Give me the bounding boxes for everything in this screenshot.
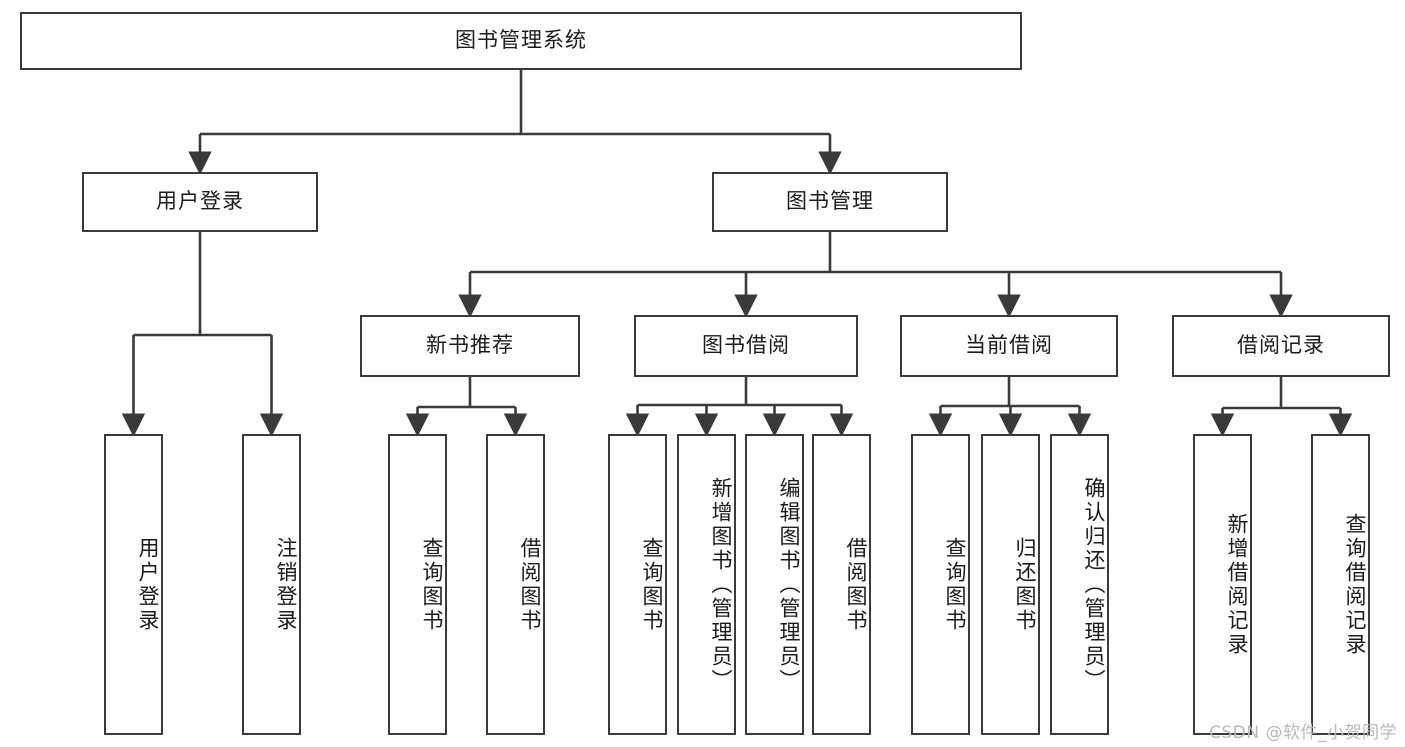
node-label: 借阅图书	[518, 536, 542, 633]
node-label: 确认归还（管理员）	[1082, 476, 1106, 693]
node-label: 借阅图书	[844, 536, 868, 633]
node-leaf-confirm-return: 确认归还（管理员）	[1050, 434, 1109, 735]
node-label: 图书管理系统	[455, 28, 587, 53]
node-label: 编辑图书（管理员）	[777, 476, 801, 693]
node-label: 图书借阅	[702, 333, 790, 358]
node-label: 新增借阅记录	[1225, 512, 1249, 657]
node-label: 新增图书（管理员）	[709, 476, 733, 693]
node-leaf-borrow-book-1: 借阅图书	[486, 434, 545, 735]
node-leaf-add-book: 新增图书（管理员）	[677, 434, 736, 735]
node-label: 查询图书	[943, 536, 967, 633]
node-borrow-record: 借阅记录	[1172, 315, 1390, 377]
node-leaf-query-record: 查询借阅记录	[1311, 434, 1370, 735]
node-label: 注销登录	[274, 536, 298, 633]
node-leaf-query-book-1: 查询图书	[388, 434, 447, 735]
node-leaf-add-record: 新增借阅记录	[1193, 434, 1252, 735]
node-current-borrow: 当前借阅	[900, 315, 1118, 377]
node-label: 查询借阅记录	[1343, 512, 1367, 657]
node-root: 图书管理系统	[20, 12, 1022, 70]
node-leaf-return-book: 归还图书	[981, 434, 1040, 735]
node-leaf-user-login: 用户登录	[104, 434, 163, 735]
node-label: 借阅记录	[1237, 333, 1325, 358]
node-book-borrow: 图书借阅	[634, 315, 858, 377]
node-leaf-query-book-2: 查询图书	[608, 434, 667, 735]
node-label: 当前借阅	[965, 333, 1053, 358]
node-label: 新书推荐	[426, 333, 514, 358]
node-label: 用户登录	[136, 536, 160, 633]
node-leaf-edit-book: 编辑图书（管理员）	[745, 434, 804, 735]
node-label: 归还图书	[1013, 536, 1037, 633]
node-label: 查询图书	[640, 536, 664, 633]
node-label: 图书管理	[786, 189, 874, 214]
node-book-manage: 图书管理	[712, 172, 948, 232]
node-leaf-logout: 注销登录	[242, 434, 301, 735]
node-label: 查询图书	[420, 536, 444, 633]
node-leaf-query-book-3: 查询图书	[911, 434, 970, 735]
node-user-login: 用户登录	[82, 172, 318, 232]
node-leaf-borrow-book-2: 借阅图书	[812, 434, 871, 735]
node-label: 用户登录	[156, 189, 244, 214]
node-new-book-rec: 新书推荐	[360, 315, 580, 377]
